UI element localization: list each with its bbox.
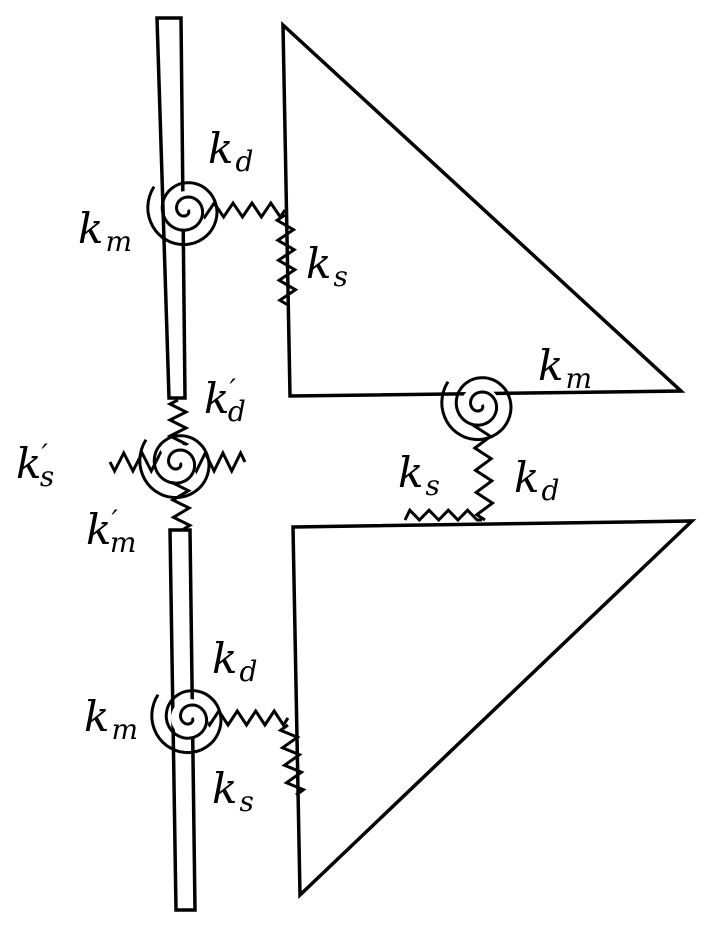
torsion-spring-km-prime [138, 434, 211, 500]
torsion-spring-km-right [440, 376, 513, 442]
label-k-m: km [78, 204, 132, 258]
label-subscript: d [235, 145, 253, 178]
upper-bar [155, 16, 187, 400]
label-symbol: k [212, 634, 237, 683]
label-symbol: k [514, 453, 539, 502]
label-k-prime-d: k′d [204, 373, 246, 428]
spring-kd-right [471, 418, 496, 522]
label-prime: ′ [229, 373, 236, 406]
label-symbol: k [78, 204, 103, 253]
label-subscript: m [565, 362, 592, 395]
label-symbol: k [398, 448, 423, 497]
label-prime: ′ [41, 438, 48, 471]
label-symbol: k [204, 374, 229, 423]
label-subscript: m [110, 526, 137, 559]
label-subscript: m [111, 713, 138, 746]
torsion-springs-group [138, 181, 513, 755]
label-k-s: ks [398, 448, 440, 502]
label-symbol: k [208, 124, 233, 173]
spring-ks-prime-right [190, 449, 247, 475]
label-symbol: k [306, 239, 331, 288]
upper-triangle [281, 20, 686, 398]
label-symbol: k [16, 439, 41, 488]
label-subscript: s [239, 785, 253, 818]
label-k-s: ks [306, 239, 348, 293]
label-k-prime-m: k′m [86, 504, 136, 559]
label-k-m: km [538, 341, 592, 395]
label-subscript: d [228, 395, 246, 428]
spring-kd-top [198, 200, 287, 220]
label-subscript: m [105, 225, 132, 258]
label-subscript: d [239, 655, 257, 688]
springs-group [108, 200, 496, 797]
torsion-spring-km-top [146, 181, 219, 247]
spring-kd-bottom [203, 708, 290, 728]
spring-ks-bottom [277, 723, 307, 797]
label-k-d: kd [212, 634, 257, 688]
label-prime: ′ [111, 504, 118, 537]
spring-ks-right [403, 507, 482, 523]
label-k-prime-s: k′s [16, 438, 54, 493]
label-k-m: km [84, 692, 138, 746]
spring-km-prime [169, 476, 193, 532]
label-subscript: s [40, 460, 54, 493]
spring-ks-top [274, 213, 299, 307]
label-k-s: ks [212, 764, 254, 818]
label-symbol: k [212, 764, 237, 813]
label-symbol: k [86, 505, 111, 554]
label-subscript: d [541, 474, 559, 507]
label-subscript: s [333, 260, 347, 293]
spring-kd-prime [166, 398, 190, 450]
label-k-d: kd [208, 124, 253, 178]
label-subscript: s [425, 469, 439, 502]
spring-ks-prime-left [108, 449, 167, 475]
label-symbol: k [538, 341, 563, 390]
label-k-d: kd [514, 453, 559, 507]
torsion-spring-km-bottom [150, 689, 223, 755]
label-symbol: k [84, 692, 109, 741]
lower-triangle [291, 519, 697, 900]
